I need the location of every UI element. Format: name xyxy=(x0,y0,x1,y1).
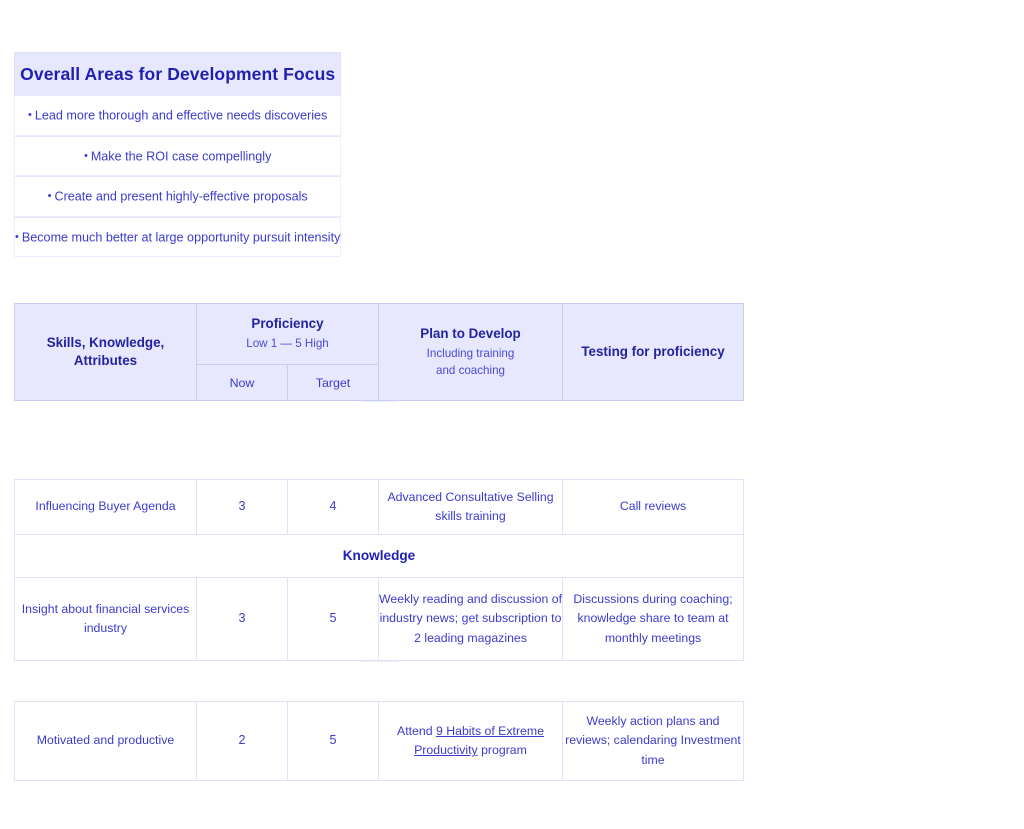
header-cell-skills: Skills, Knowledge, Attributes xyxy=(14,303,197,401)
header-plan-subtitle: Including training and coaching xyxy=(385,346,556,378)
header-cell-testing: Testing for proficiency xyxy=(562,303,744,401)
matrix-rows-group-three: Motivated and productive 2 5 Attend 9 Ha… xyxy=(14,701,744,781)
header-proficiency-label: Proficiency xyxy=(251,316,324,332)
table-section-row: Knowledge xyxy=(14,534,744,578)
cell-plan: Attend 9 Habits of Extreme Productivity … xyxy=(378,701,563,781)
header-plan-subtitle-line2: and coaching xyxy=(436,363,505,377)
header-cell-proficiency: Proficiency Low 1 — 5 High xyxy=(196,303,379,365)
matrix-rows-group-two: Insight about financial services industr… xyxy=(14,577,744,663)
table-row: Motivated and productive 2 5 Attend 9 Ha… xyxy=(14,701,744,781)
bullet-icon: • xyxy=(15,230,19,243)
bullet-icon: • xyxy=(28,109,32,121)
header-cell-plan: Plan to Develop Including training and c… xyxy=(378,303,563,401)
cell-now: 2 xyxy=(196,701,288,781)
focus-list-item: •Create and present highly-effective pro… xyxy=(14,176,342,217)
cell-now: 3 xyxy=(196,577,288,661)
table-row: Insight about financial services industr… xyxy=(14,577,744,661)
cell-target: 5 xyxy=(287,701,379,781)
plan-text-suffix: program xyxy=(477,743,527,757)
cell-skill: Influencing Buyer Agenda xyxy=(14,479,197,535)
header-testing-label: Testing for proficiency xyxy=(581,343,725,359)
focus-item-text: Create and present highly-effective prop… xyxy=(54,189,308,204)
matrix-body-table: Motivated and productive 2 5 Attend 9 Ha… xyxy=(14,701,744,781)
header-skills-label: Skills, Knowledge, Attributes xyxy=(46,334,165,368)
plan-program-link[interactable]: 9 Habits of Extreme Productivity xyxy=(414,723,544,757)
header-plan-label: Plan to Develop xyxy=(420,326,521,342)
matrix-rows-group-one: Influencing Buyer Agenda 3 4 Advanced Co… xyxy=(14,479,744,578)
cell-testing: Weekly action plans and reviews; calenda… xyxy=(562,701,744,781)
bullet-icon: • xyxy=(47,190,52,202)
focus-list-item: •Lead more thorough and effective needs … xyxy=(14,95,342,136)
matrix-header-table: Skills, Knowledge, Attributes Proficienc… xyxy=(14,303,744,401)
matrix-body-table: Insight about financial services industr… xyxy=(14,577,744,661)
development-focus-panel: Overall Areas for Development Focus •Lea… xyxy=(14,52,342,257)
cell-target: 4 xyxy=(287,479,379,535)
cell-plan: Weekly reading and discussion of industr… xyxy=(378,577,563,661)
focus-item-text: Make the ROI case compellingly xyxy=(90,149,272,163)
header-proficiency-scale: Low 1 — 5 High xyxy=(246,337,329,351)
section-label: Knowledge xyxy=(342,548,416,563)
focus-list-item: •Become much better at large opportunity… xyxy=(14,216,342,257)
matrix-body-table: Influencing Buyer Agenda 3 4 Advanced Co… xyxy=(14,479,744,578)
development-focus-title: Overall Areas for Development Focus xyxy=(14,52,342,95)
cell-testing: Discussions during coaching; knowledge s… xyxy=(562,577,744,661)
header-plan-subtitle-line1: Including training xyxy=(426,347,515,361)
header-target-label: Target xyxy=(315,375,351,390)
skills-matrix-header: Skills, Knowledge, Attributes Proficienc… xyxy=(14,303,744,403)
table-row: Influencing Buyer Agenda 3 4 Advanced Co… xyxy=(14,479,744,535)
focus-item-text: Become much better at large opportunity … xyxy=(21,230,341,244)
focus-item-text: Lead more thorough and effective needs d… xyxy=(34,108,328,123)
cell-skill: Insight about financial services industr… xyxy=(14,577,197,661)
bullet-icon: • xyxy=(83,149,88,162)
cell-testing: Call reviews xyxy=(562,479,744,535)
focus-list-item: •Make the ROI case compellingly xyxy=(14,135,342,176)
plan-text-prefix: Attend xyxy=(397,723,436,738)
section-cell: Knowledge xyxy=(14,534,744,578)
header-cell-target: Target xyxy=(287,364,379,401)
cell-plan: Advanced Consultative Selling skills tra… xyxy=(378,479,563,535)
header-cell-now: Now xyxy=(196,364,288,401)
cell-skill: Motivated and productive xyxy=(14,701,197,781)
header-now-label: Now xyxy=(229,375,255,390)
cell-now: 3 xyxy=(196,479,288,535)
cell-target: 5 xyxy=(287,577,379,661)
